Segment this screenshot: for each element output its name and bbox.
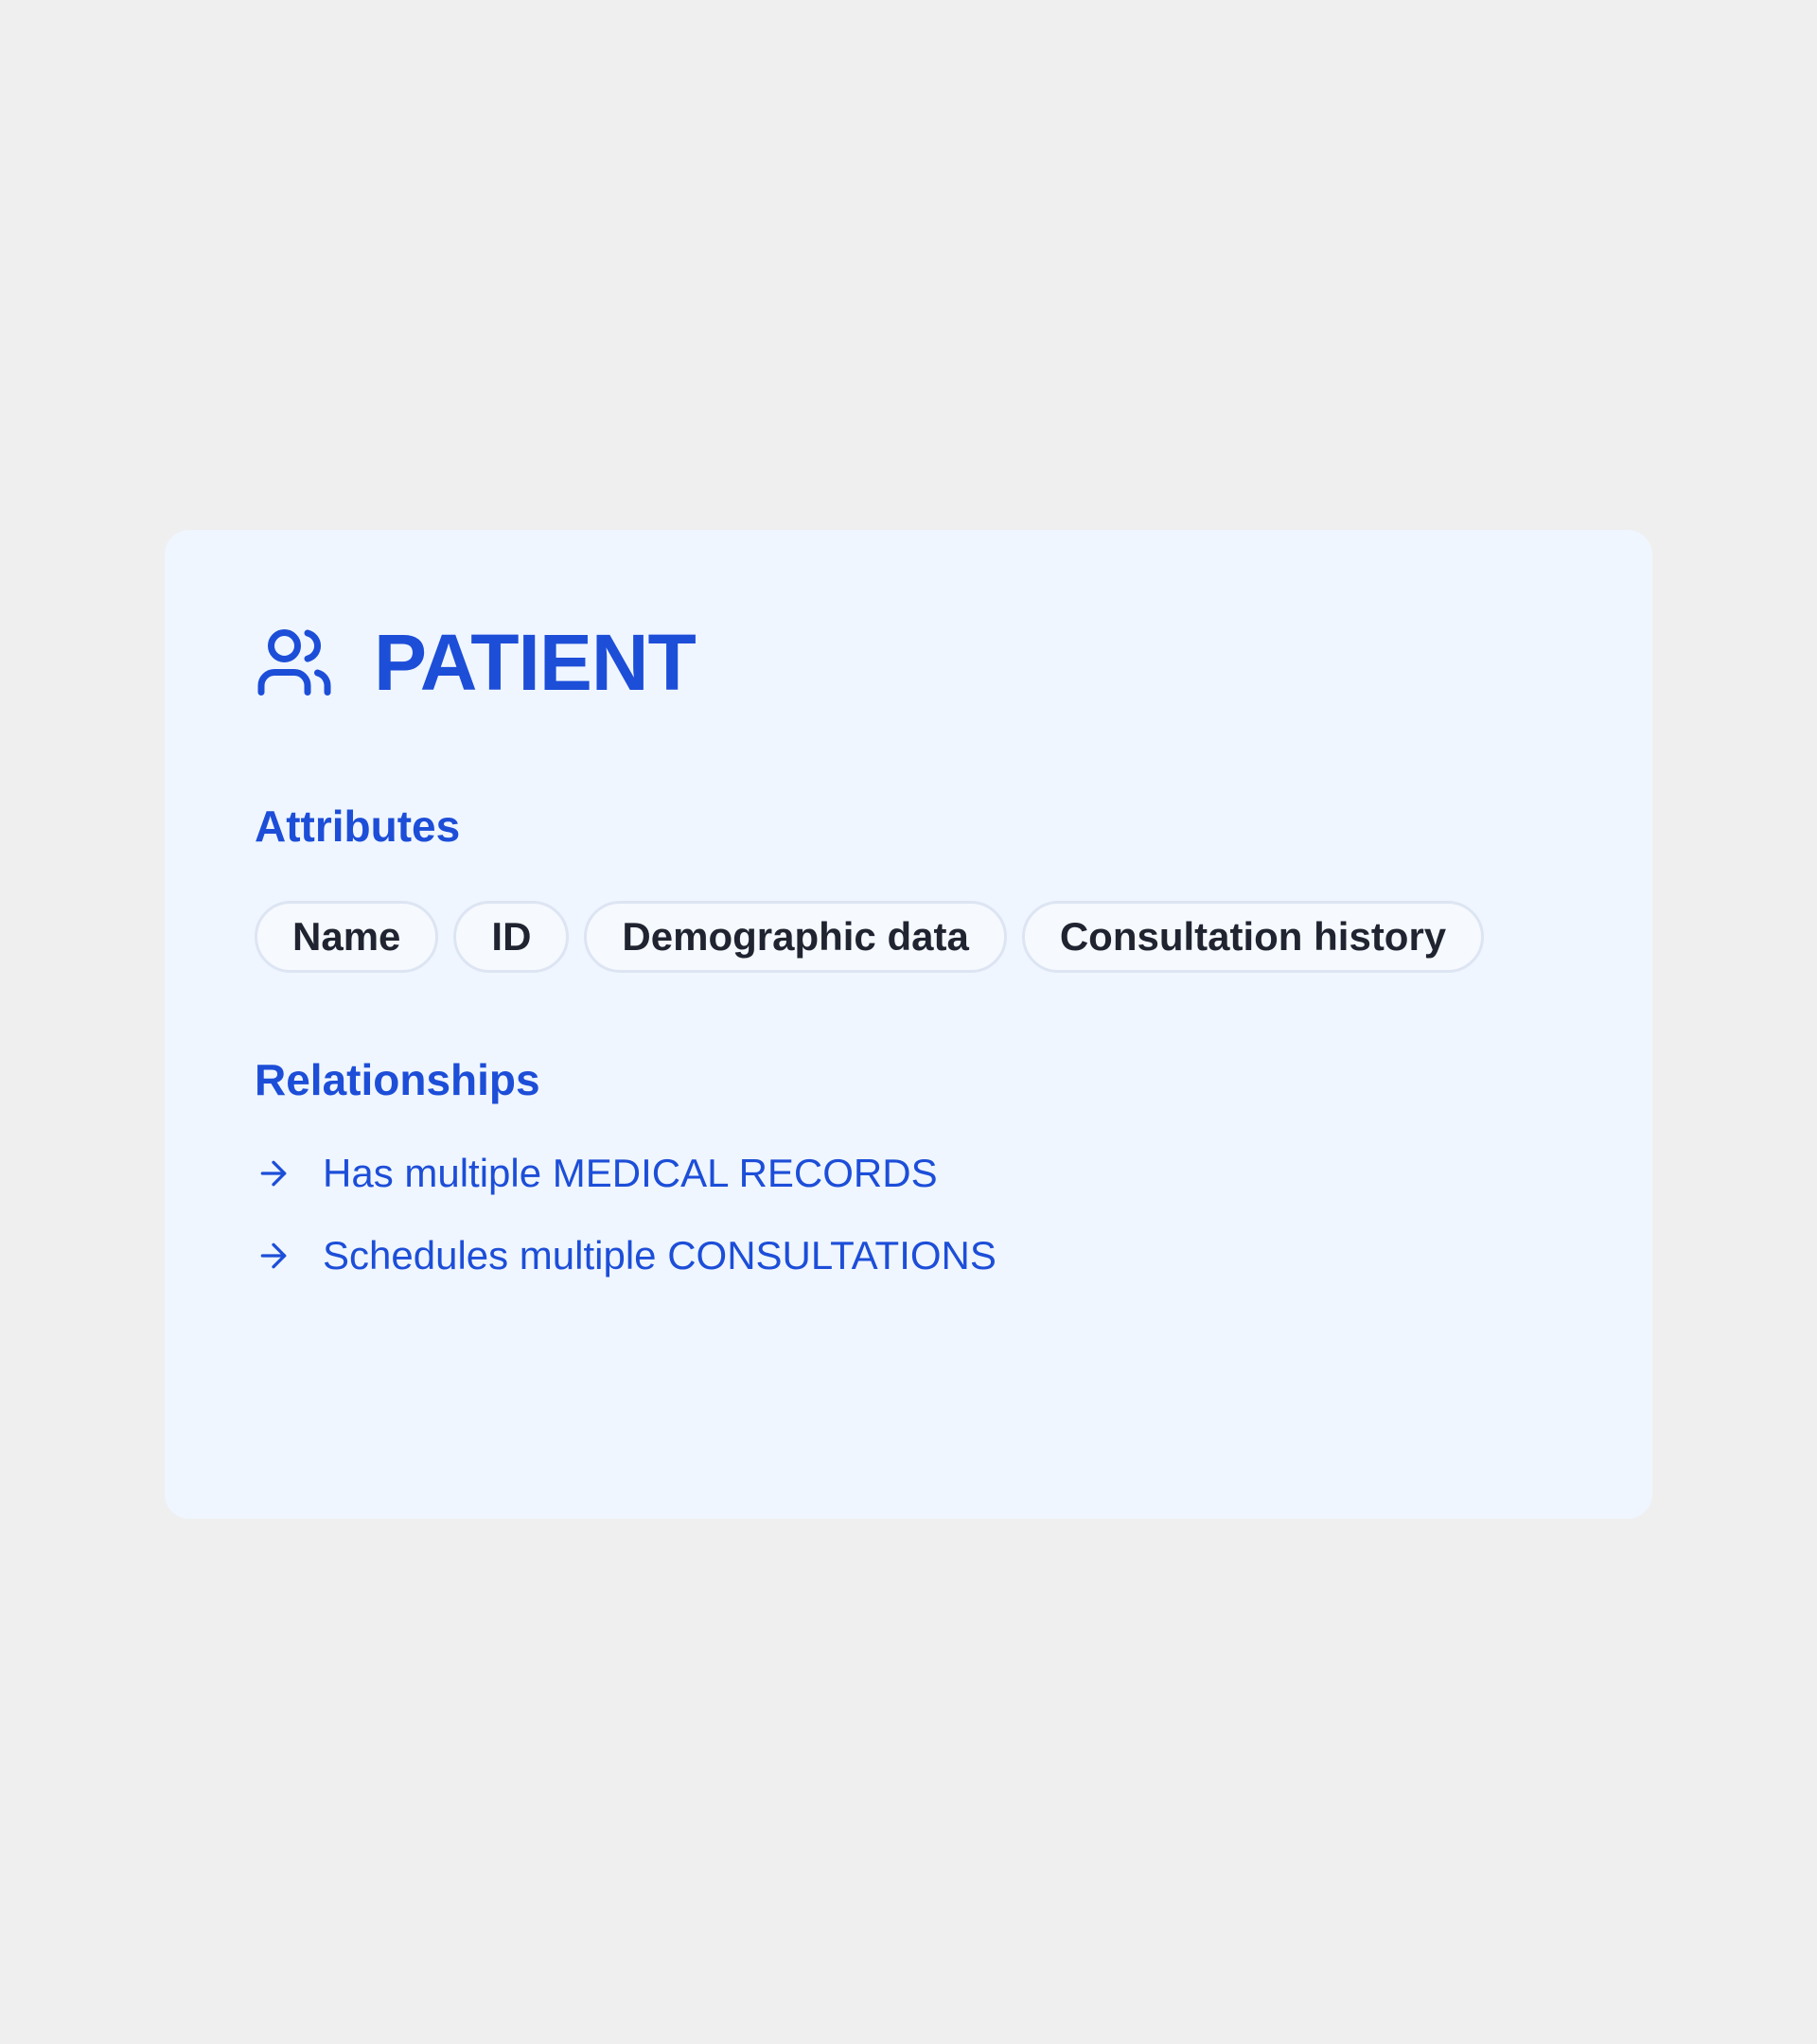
relationship-item: Schedules multiple CONSULTATIONS bbox=[255, 1227, 1562, 1284]
entity-title: PATIENT bbox=[374, 617, 697, 707]
users-icon bbox=[257, 629, 331, 696]
attribute-chip-id: ID bbox=[453, 901, 570, 973]
entity-header: PATIENT bbox=[255, 615, 1562, 710]
attribute-chip-demographic-data: Demographic data bbox=[584, 901, 1007, 973]
entity-card: PATIENT Attributes Name ID Demographic d… bbox=[165, 530, 1652, 1519]
relationship-list: Has multiple MEDICAL RECORDS Schedules m… bbox=[255, 1145, 1562, 1284]
relationship-item: Has multiple MEDICAL RECORDS bbox=[255, 1145, 1562, 1202]
relationship-text: Has multiple MEDICAL RECORDS bbox=[323, 1151, 938, 1195]
arrow-right-icon bbox=[260, 1242, 287, 1269]
relationship-text: Schedules multiple CONSULTATIONS bbox=[323, 1233, 997, 1278]
attribute-chip-name: Name bbox=[255, 901, 439, 973]
attribute-chip-consultation-history: Consultation history bbox=[1021, 901, 1485, 973]
arrow-right-icon bbox=[260, 1160, 287, 1187]
attribute-list: Name ID Demographic data Consultation hi… bbox=[255, 901, 1562, 973]
attributes-heading: Attributes bbox=[255, 802, 461, 851]
relationships-heading: Relationships bbox=[255, 1055, 540, 1104]
